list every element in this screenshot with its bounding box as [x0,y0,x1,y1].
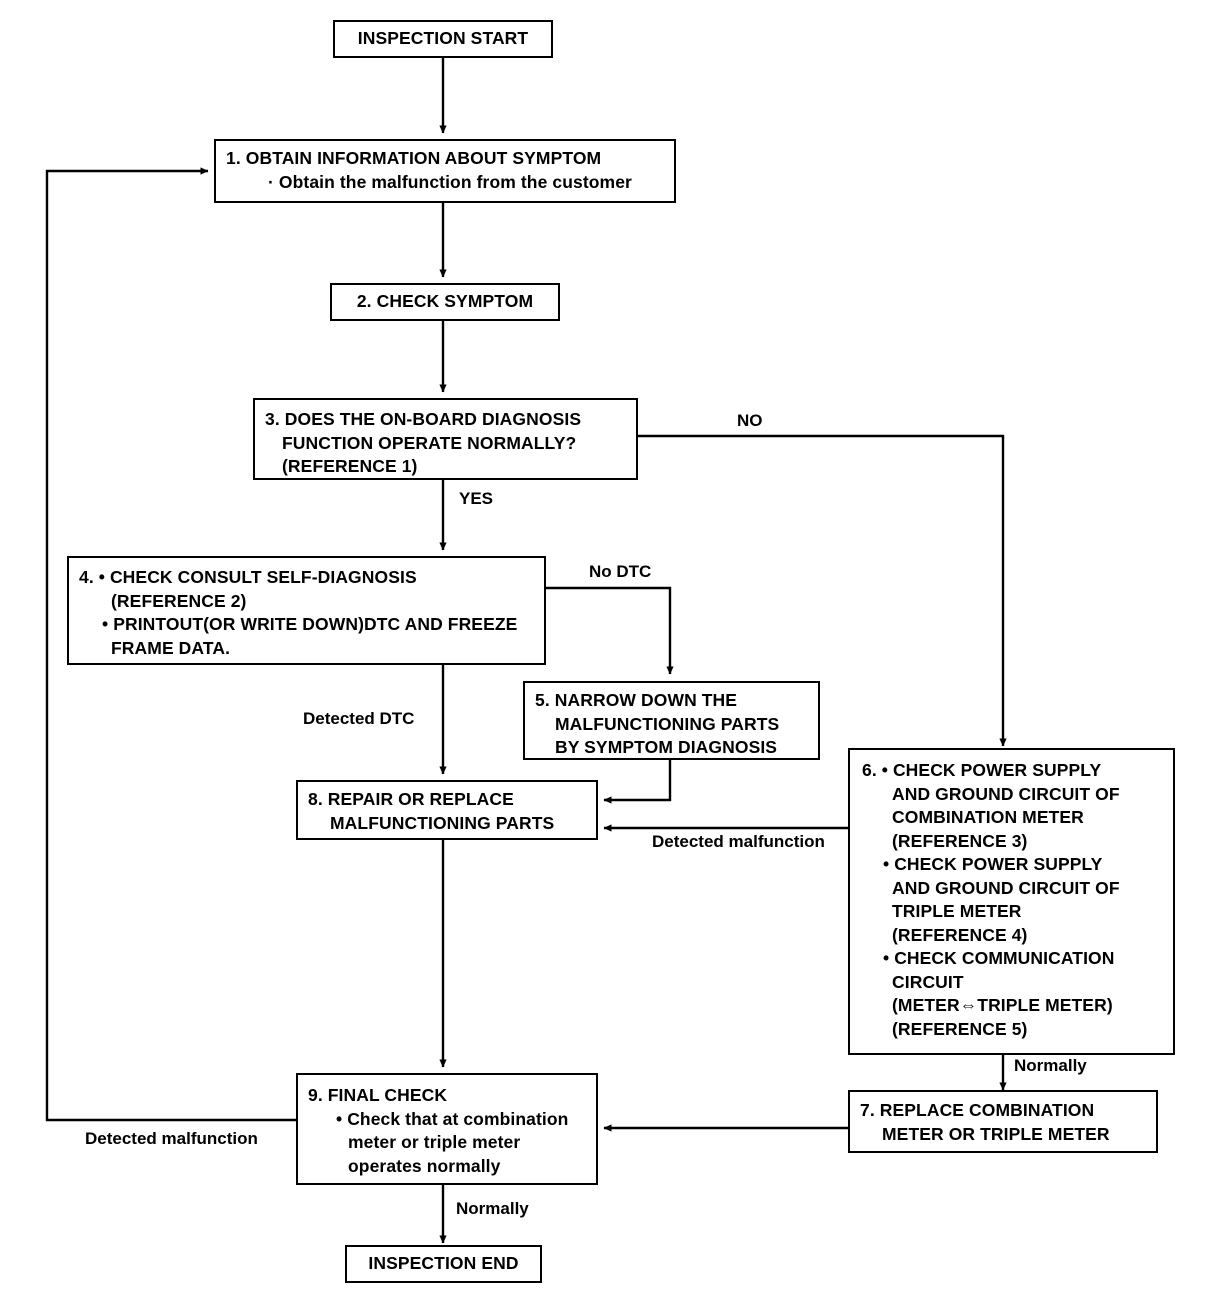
node-step-3-line-3: (REFERENCE 1) [282,456,418,476]
node-inspection-end-label: INSPECTION END [368,1253,519,1274]
node-step-8[interactable]: 8. REPAIR OR REPLACE MALFUNCTIONING PART… [296,780,598,840]
node-step-7-line-2: METER OR TRIPLE METER [882,1123,1110,1144]
node-step-5-line-2: MALFUNCTIONING PARTS [555,713,780,734]
node-step-2[interactable]: 2. CHECK SYMPTOM [330,283,560,321]
node-step-9[interactable]: 9. FINAL CHECK • Check that at combinati… [296,1073,598,1185]
node-step-6-line-9: • CHECK COMMUNICATION [883,948,1115,968]
edge-label-detected-malfunction-right: Detected malfunction [652,832,825,851]
node-step-5-line-3: BY SYMPTOM DIAGNOSIS [555,737,778,757]
node-inspection-start-label: INSPECTION START [357,28,529,49]
node-step-6-line-10: CIRCUIT [892,971,964,992]
edge-label-no-dtc: No DTC [589,562,652,581]
edge-label-no: NO [737,411,763,430]
node-step-6-line-2: AND GROUND CIRCUIT OF [892,783,1120,804]
node-step-5-line-1: 5. NARROW DOWN THE [535,690,738,710]
node-step-8-line-2: MALFUNCTIONING PARTS [330,812,555,833]
node-step-3-line-1: 3. DOES THE ON-BOARD DIAGNOSIS [265,409,582,429]
edge-label-normally-right: Normally [1014,1056,1087,1075]
edge-3-to-6 [638,434,1007,747]
node-step-6-line-3: COMBINATION METER [892,807,1084,827]
edge-9-to-1 [45,167,296,1122]
node-step-1-line-2: · Obtain the malfunction from the custom… [268,171,632,192]
edge-label-detected-malfunction-left: Detected malfunction [85,1129,258,1148]
node-step-6-line-11: (METER⇔TRIPLE METER) [892,995,1113,1015]
node-step-1-line-1: 1. OBTAIN INFORMATION ABOUT SYMPTOM [226,148,602,168]
node-step-8-line-1: 8. REPAIR OR REPLACE [308,789,514,809]
node-step-4[interactable]: 4. • CHECK CONSULT SELF-DIAGNOSIS (REFER… [67,556,546,665]
node-step-2-label: 2. CHECK SYMPTOM [356,291,534,312]
node-step-6-line-8: (REFERENCE 4) [892,924,1028,945]
node-step-3[interactable]: 3. DOES THE ON-BOARD DIAGNOSIS FUNCTION … [253,398,638,480]
node-step-6-line-4: (REFERENCE 3) [892,830,1028,851]
node-step-9-line-3: meter or triple meter [348,1132,521,1152]
node-step-9-line-4: operates normally [348,1155,501,1176]
node-step-1[interactable]: 1. OBTAIN INFORMATION ABOUT SYMPTOM · Ob… [214,139,676,203]
node-inspection-end[interactable]: INSPECTION END [345,1245,542,1283]
node-step-9-line-1: 9. FINAL CHECK [308,1085,448,1105]
edge-label-normally-bottom: Normally [456,1199,529,1218]
node-step-4-line-3: • PRINTOUT(OR WRITE DOWN)DTC AND FREEZE [102,614,518,634]
edge-4-to-5 [546,586,674,675]
edge-5-to-8 [603,760,672,804]
node-step-6-line-1: 6. • CHECK POWER SUPPLY [862,760,1102,780]
node-step-4-line-4: FRAME DATA. [111,637,231,658]
edge-label-yes: YES [459,489,494,508]
node-step-7-line-1: 7. REPLACE COMBINATION [860,1100,1095,1120]
node-step-6-line-12: (REFERENCE 5) [892,1018,1028,1039]
node-step-6-line-5: • CHECK POWER SUPPLY [883,854,1103,874]
node-step-5[interactable]: 5. NARROW DOWN THE MALFUNCTIONING PARTS … [523,681,820,760]
node-step-6[interactable]: 6. • CHECK POWER SUPPLY AND GROUND CIRCU… [848,748,1175,1055]
node-step-9-line-2: • Check that at combination [336,1108,569,1129]
edge-label-detected-dtc: Detected DTC [303,709,415,728]
node-step-4-line-2: (REFERENCE 2) [111,590,247,611]
node-step-6-line-6: AND GROUND CIRCUIT OF [892,877,1120,898]
node-step-3-line-2: FUNCTION OPERATE NORMALLY? [282,432,577,453]
node-step-7[interactable]: 7. REPLACE COMBINATION METER OR TRIPLE M… [848,1090,1158,1153]
node-step-4-line-1: 4. • CHECK CONSULT SELF-DIAGNOSIS [79,567,417,587]
node-inspection-start[interactable]: INSPECTION START [333,20,553,58]
node-step-6-line-7: TRIPLE METER [892,901,1022,921]
